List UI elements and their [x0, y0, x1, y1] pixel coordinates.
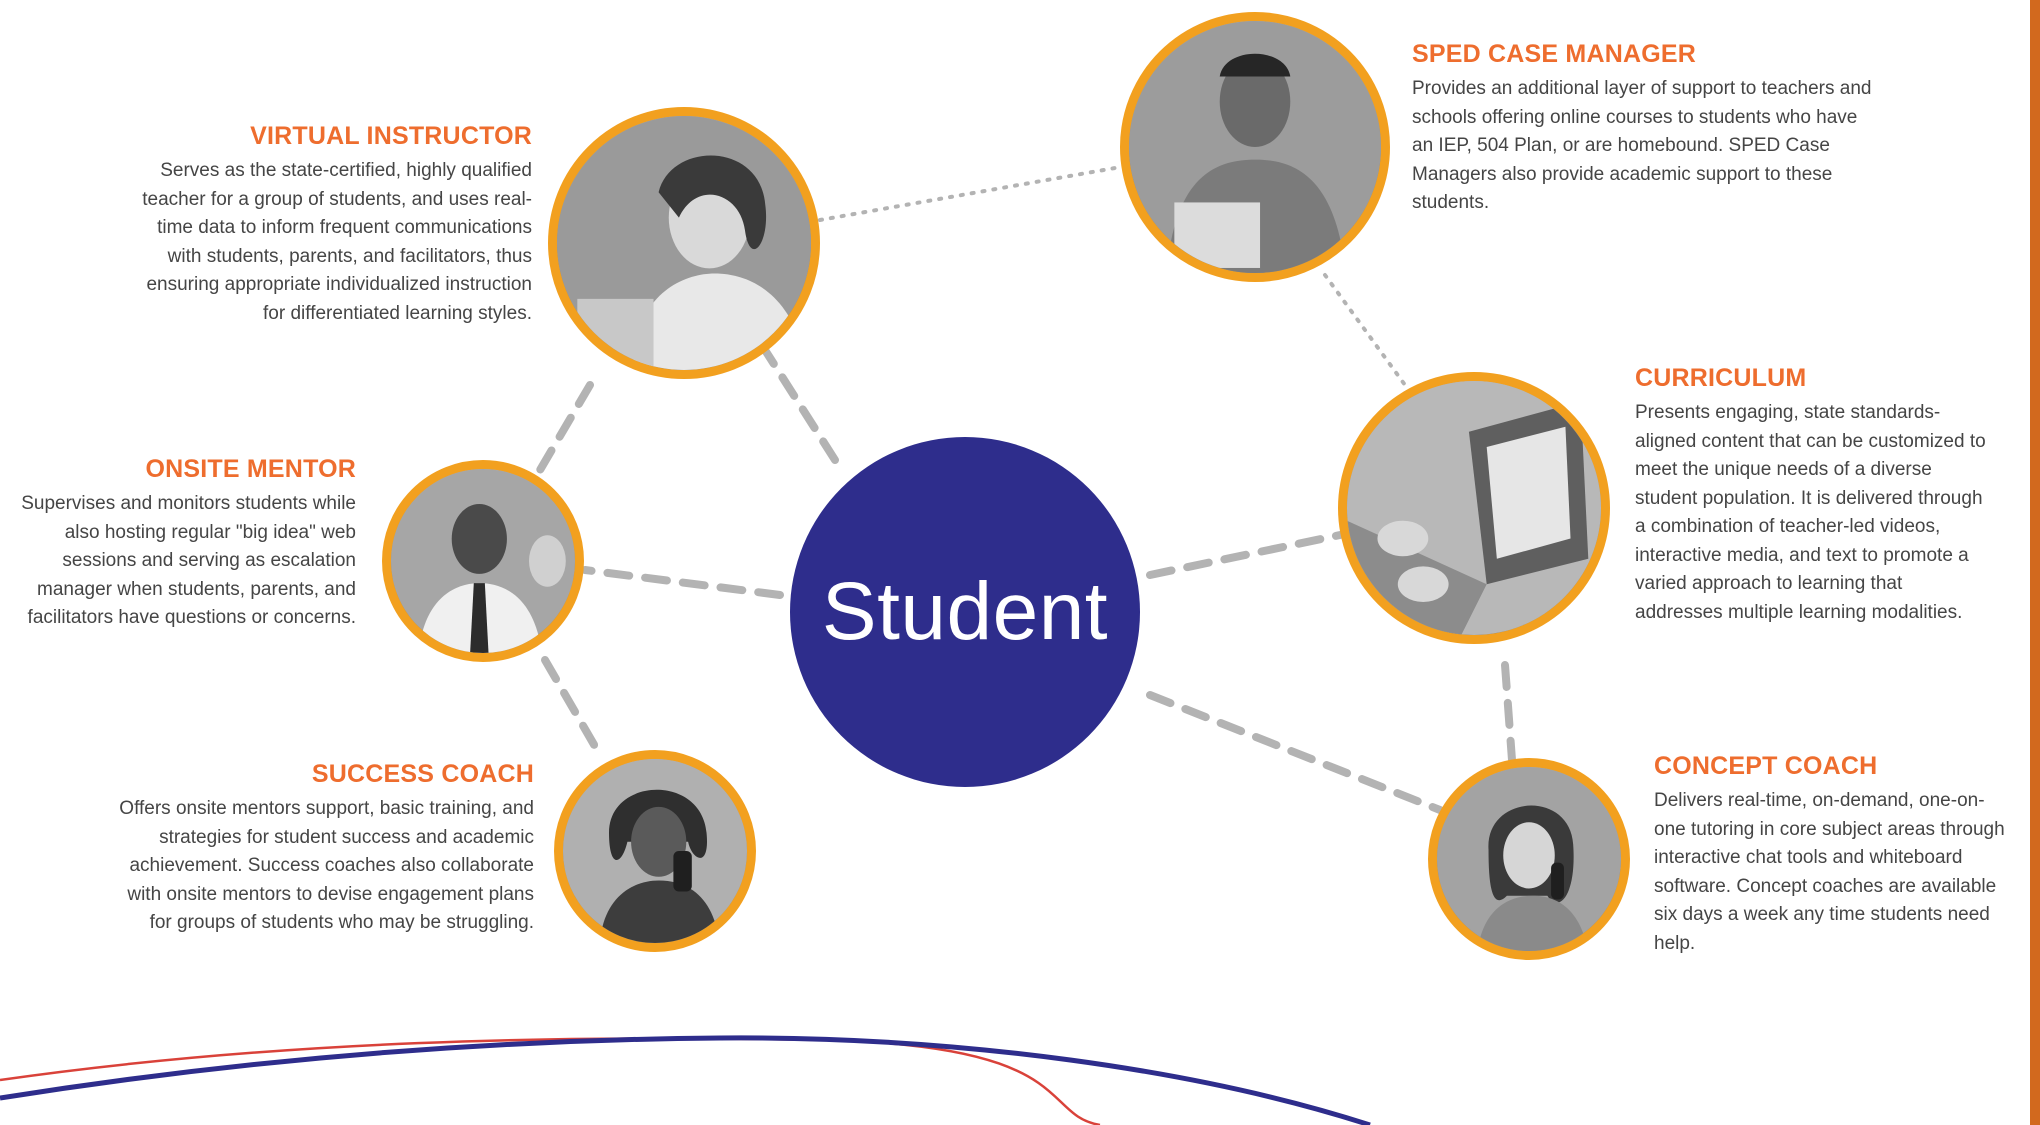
virtual-instructor-title: VIRTUAL INSTRUCTOR: [250, 122, 532, 150]
success-coach-block: SUCCESS COACH Offers onsite mentors supp…: [100, 760, 534, 938]
concept-coach-block: CONCEPT COACH Delivers real-time, on-dem…: [1654, 752, 2010, 958]
concept-coach-description: Delivers real-time, on-demand, one-on-on…: [1654, 790, 2005, 954]
sped-case-manager-photo: [1120, 12, 1390, 282]
connector-sped-curriculum: [1323, 273, 1407, 387]
onsite-mentor-description: Supervises and monitors students while a…: [21, 493, 356, 628]
concept-coach-title: CONCEPT COACH: [1654, 752, 1878, 780]
sped-case-manager-block: SPED CASE MANAGER Provides an additional…: [1412, 40, 1872, 218]
student-label: Student: [821, 566, 1109, 657]
curriculum-photo: [1338, 372, 1610, 644]
virtual-instructor-description: Serves as the state-certified, highly qu…: [142, 160, 532, 324]
sped-case-manager-description: Provides an additional layer of support …: [1412, 78, 1872, 213]
success-coach-photo: [554, 750, 756, 952]
connector-center-curriculum: [1146, 531, 1344, 579]
connector-virtual-instructor-onsite-mentor: [536, 381, 594, 474]
connector-curriculum-concept-coach: [1501, 661, 1516, 764]
success-coach-description: Offers onsite mentors support, basic tra…: [119, 798, 534, 933]
curriculum-title: CURRICULUM: [1635, 364, 1807, 392]
onsite-mentor-photo: [382, 460, 584, 662]
concept-coach-photo: [1428, 758, 1630, 960]
virtual-instructor-photo: [548, 107, 820, 379]
connector-center-onsite-mentor: [581, 566, 784, 599]
virtual-instructor-block: VIRTUAL INSTRUCTOR Serves as the state-c…: [140, 122, 532, 328]
connector-center-virtual-instructor: [761, 346, 839, 464]
student-node: Student: [790, 437, 1140, 787]
wave-blue: [0, 1035, 1371, 1125]
curriculum-description: Presents engaging, state standards-align…: [1635, 402, 1986, 623]
connector-virtual-instructor-sped: [818, 166, 1117, 222]
curriculum-block: CURRICULUM Presents engaging, state stan…: [1635, 364, 1995, 627]
connector-onsite-mentor-success-coach: [541, 656, 604, 759]
connector-center-concept-coach: [1146, 691, 1444, 814]
sped-case-manager-title: SPED CASE MANAGER: [1412, 40, 1696, 68]
onsite-mentor-title: ONSITE MENTOR: [145, 455, 356, 483]
success-coach-title: SUCCESS COACH: [311, 760, 534, 788]
onsite-mentor-block: ONSITE MENTOR Supervises and monitors st…: [18, 455, 356, 633]
wave-red: [0, 1037, 1101, 1125]
side-accent-bar: [2030, 0, 2040, 1125]
